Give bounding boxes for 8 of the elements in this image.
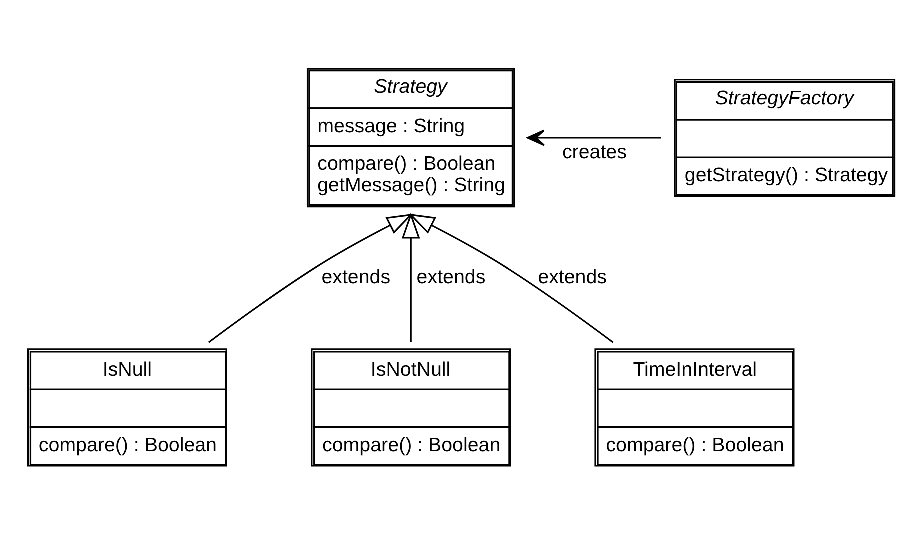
arrow	[408, 213, 614, 343]
arrow	[527, 129, 662, 146]
edge-label: extends	[416, 266, 486, 288]
edge-label: extends	[538, 266, 608, 288]
edge-label: creates	[562, 141, 627, 164]
arrow	[402, 212, 420, 342]
arrow	[208, 213, 414, 343]
edge-label: extends	[322, 266, 391, 288]
